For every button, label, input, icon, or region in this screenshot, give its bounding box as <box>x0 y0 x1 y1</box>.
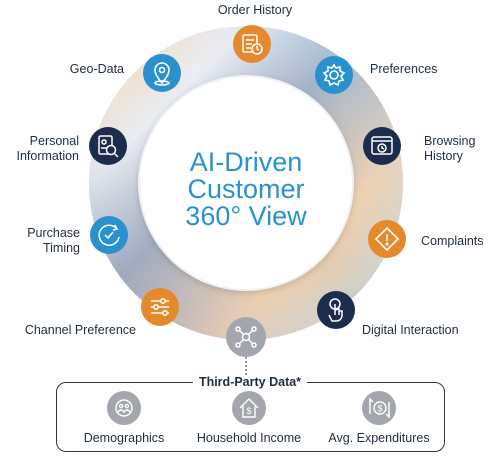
svg-text:$: $ <box>377 404 382 414</box>
network-nodes-icon <box>235 326 257 348</box>
label-preferences: Preferences <box>370 62 438 76</box>
browser-clock-icon <box>371 136 393 155</box>
tp-icon-household-income: $ <box>232 391 266 425</box>
location-pin-icon <box>154 62 170 86</box>
label-channel-preference: Channel Preference <box>24 323 136 337</box>
tp-icon-demographics <box>107 391 141 425</box>
id-search-icon <box>98 135 119 158</box>
label-personal-information-line1: Personal <box>29 134 79 148</box>
demographics-icon <box>115 399 133 417</box>
node-channel-preference <box>141 288 179 326</box>
node-complaints <box>368 220 406 258</box>
center-title-line1: AI-Driven <box>190 147 303 177</box>
center-title-line2: Customer <box>187 174 304 204</box>
label-geo-data: Geo-Data <box>69 62 124 76</box>
label-digital-interaction: Digital Interaction <box>362 323 459 337</box>
tp-label-avg-expenditures: Avg. Expenditures <box>328 431 430 445</box>
center-disc <box>139 76 353 290</box>
node-order-history <box>233 25 271 63</box>
label-order-history: Order History <box>217 3 293 17</box>
center-title-line3: 360° View <box>185 201 307 231</box>
tp-icon-avg-expenditures: $ <box>362 391 396 425</box>
tp-label-household-income: Household Income <box>196 431 302 445</box>
money-flow-icon: $ <box>369 397 390 419</box>
gear-icon <box>322 63 346 87</box>
third-party-title: Third-Party Data* <box>0 375 500 389</box>
svg-text:$: $ <box>246 406 251 416</box>
sliders-icon <box>151 298 169 316</box>
node-third-party <box>226 317 266 357</box>
label-personal-information-line2: Information <box>16 149 79 163</box>
third-party-title-text: Third-Party Data* <box>192 375 308 389</box>
label-browsing-history-line1: Browsing <box>424 134 476 148</box>
clipboard-clock-icon <box>242 34 263 55</box>
node-browsing-history <box>363 127 401 165</box>
touch-hand-icon <box>328 298 343 322</box>
label-complaints: Complaints <box>421 234 484 248</box>
warning-icon <box>374 226 400 252</box>
clock-check-icon <box>98 224 120 246</box>
node-personal-information <box>89 127 127 165</box>
node-digital-interaction <box>317 291 355 329</box>
center-disc-rim <box>138 75 354 291</box>
label-purchase-timing-line1: Purchase <box>27 226 80 240</box>
node-geo-data <box>143 54 181 92</box>
label-purchase-timing-line2: Timing <box>42 241 80 255</box>
house-money-icon: $ <box>239 398 259 418</box>
tp-label-demographics: Demographics <box>83 431 165 445</box>
node-preferences <box>315 56 353 94</box>
node-purchase-timing <box>90 216 128 254</box>
label-browsing-history-line2: History <box>424 149 463 163</box>
